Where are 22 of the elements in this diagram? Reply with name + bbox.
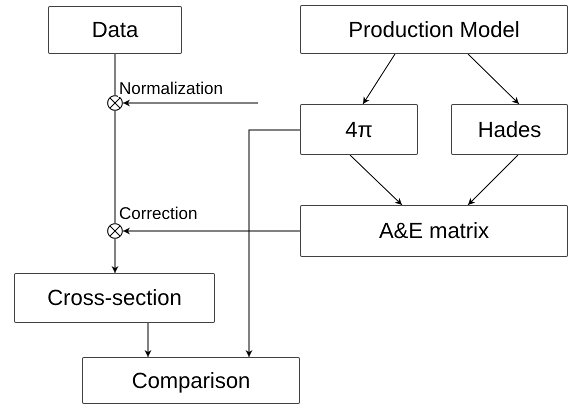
arrow [122,228,300,234]
arrow [468,154,518,206]
edge-label: Correction [118,205,198,222]
process-box: A&E matrix [300,205,568,257]
arrow [468,54,520,104]
connector-line [114,110,116,224]
arrow [350,154,402,206]
process-box: 4π [300,104,418,155]
arrow [112,238,118,274]
summing-junction [107,223,123,239]
process-box: Cross-section [14,273,215,323]
arrow [144,322,152,358]
summing-junction [107,95,123,111]
process-box: Production Model [300,5,568,54]
arrow [246,130,300,358]
connector-line [114,54,116,96]
arrow [362,54,396,104]
edge-label: Normalization [118,80,224,97]
process-box: Data [48,6,182,54]
process-box: Comparison [82,357,300,404]
arrow [122,100,258,106]
process-box: Hades [451,104,568,155]
